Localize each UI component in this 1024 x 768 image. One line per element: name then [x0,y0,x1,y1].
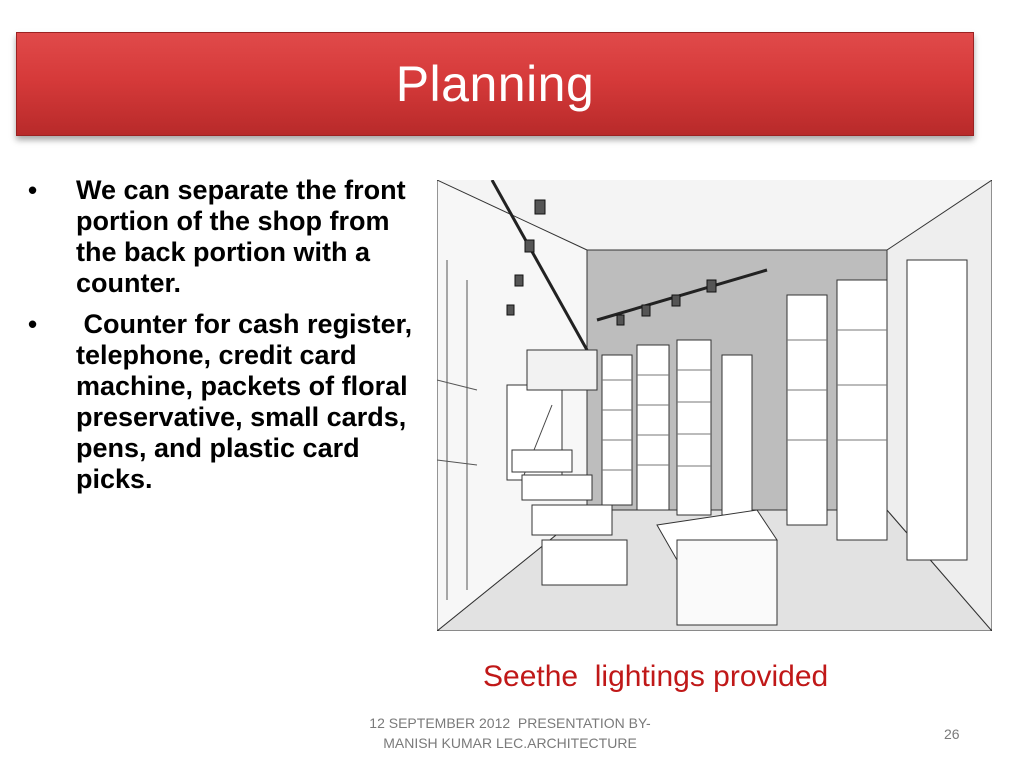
bullet-item: • We can separate the front portion of t… [28,175,418,299]
bullet-text: Counter for cash register, telephone, cr… [76,309,420,494]
shop-interior-illustration [437,180,992,631]
footer-line-2: MANISH KUMAR LEC.ARCHITECTURE [383,735,637,751]
footer: 12 SEPTEMBER 2012 PRESENTATION BY- MANIS… [340,713,680,753]
bullet-list: • We can separate the front portion of t… [28,175,418,505]
bullet-glyph: • [28,309,38,339]
footer-line-1: 12 SEPTEMBER 2012 PRESENTATION BY- [369,715,651,731]
title-bar: Planning [16,32,974,136]
bullet-item: • Counter for cash register, telephone, … [28,309,418,495]
shop-interior-drawing [437,180,992,631]
image-caption: Seethe lightings provided [483,660,829,693]
bullet-text: We can separate the front portion of the… [76,175,406,298]
slide-title: Planning [395,56,595,112]
bullet-glyph: • [28,175,38,205]
page-number: 26 [944,726,960,742]
